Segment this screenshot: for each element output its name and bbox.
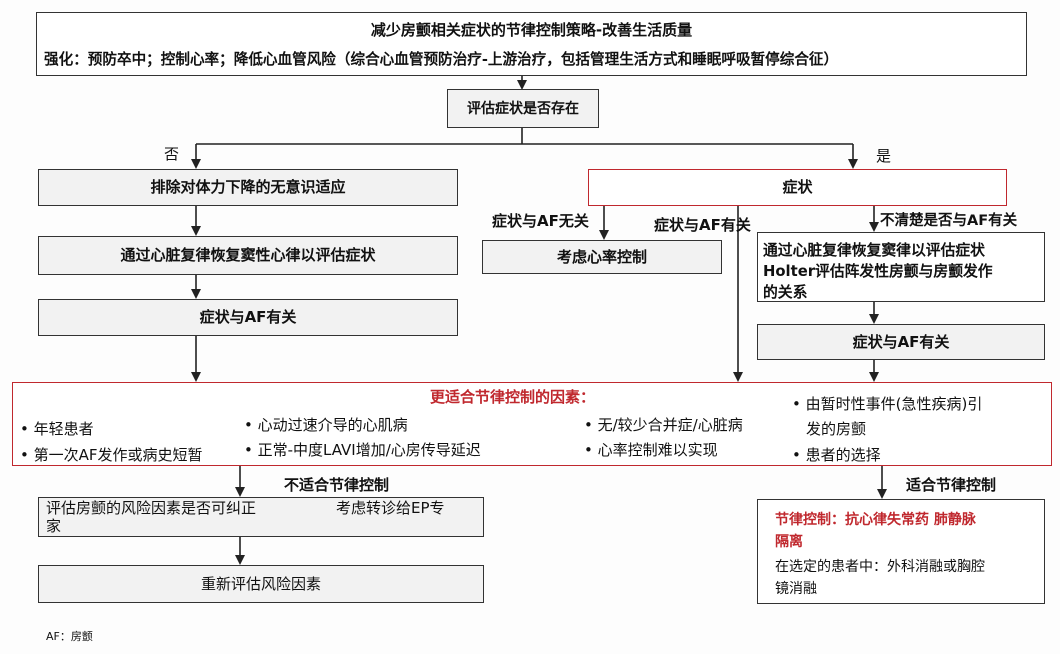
cardioversion-label: 通过心脏复律恢复窦性心律以评估症状 — [120, 246, 376, 264]
factor-rate-hard: • 心率控制难以实现 — [584, 441, 718, 459]
factors-box — [12, 382, 1052, 466]
factor-first-episode: • 第一次AF发作或病史短暂 — [20, 446, 203, 464]
left-af-related-label: 症状与AF有关 — [199, 308, 297, 326]
reassess-box — [38, 565, 484, 603]
left-af-related-box — [38, 299, 458, 336]
risk-factor-eval-line1: 评估房颤的风险因素是否可纠正 — [46, 499, 257, 517]
right-af-related-box — [757, 324, 1045, 360]
rhythm-control-line3: 在选定的患者中：外科消融或胸腔 — [775, 559, 985, 575]
assess-label: 评估症状是否存在 — [467, 101, 579, 117]
header-subtitle: 强化：预防卒中；控制心率；降低心血管风险（综合心血管预防治疗-上游治疗，包括管理… — [44, 51, 839, 68]
header-box — [36, 12, 1027, 76]
branch-unclear-label: 不清楚是否与AF有关 — [880, 213, 1018, 229]
exclude-adaptation-label: 排除对体力下降的无意识适应 — [150, 178, 346, 196]
not-suitable-label: 不适合节律控制 — [284, 476, 390, 494]
suitable-label: 适合节律控制 — [906, 476, 997, 494]
factor-comorbidity: • 无/较少合并症/心脏病 — [584, 416, 743, 434]
factor-patient-choice: • 患者的选择 — [792, 446, 881, 464]
symptom-label: 症状 — [782, 178, 813, 196]
ep-referral-label: 考虑转诊给EP专 — [336, 499, 445, 517]
right-eval-line3: 的关系 — [763, 284, 808, 301]
yes-label: 是 — [876, 147, 892, 165]
exclude-adaptation-box — [38, 169, 458, 206]
factor-lavi: • 正常-中度LAVI增加/心房传导延迟 — [244, 441, 481, 459]
rhythm-control-box — [757, 499, 1045, 604]
rhythm-control-line1: 节律控制：抗心律失常药 肺静脉 — [775, 512, 976, 528]
rhythm-control-line2: 隔离 — [775, 534, 803, 550]
assess-box — [447, 89, 599, 128]
rate-control-box — [482, 240, 722, 274]
factor-transient-line2: 发的房颤 — [806, 420, 867, 438]
branch-related-label: 症状与AF有关 — [654, 216, 751, 234]
right-eval-box — [757, 232, 1045, 302]
rate-control-label: 考虑心率控制 — [556, 248, 647, 266]
rhythm-control-line4: 镜消融 — [775, 581, 817, 597]
right-eval-line2: Holter评估阵发性房颤与房颤发作 — [763, 263, 993, 280]
reassess-label: 重新评估风险因素 — [200, 575, 321, 593]
right-af-related-label: 症状与AF有关 — [852, 333, 950, 351]
risk-factor-eval-box — [38, 497, 484, 537]
footnote: AF：房颤 — [46, 630, 93, 643]
header-title: 减少房颤相关症状的节律控制策略-改善生活质量 — [370, 21, 693, 39]
cardioversion-box — [38, 236, 458, 275]
factor-transient-line1: • 由暂时性事件(急性疾病)引 — [792, 395, 983, 413]
right-eval-line1: 通过心脏复律恢复窦律以评估症状 — [763, 242, 985, 259]
factor-young: • 年轻患者 — [20, 420, 94, 438]
factor-tachy-cardiomyopathy: • 心动过速介导的心肌病 — [244, 416, 408, 434]
branch-unrelated-label: 症状与AF无关 — [492, 212, 589, 230]
no-label: 否 — [164, 145, 180, 163]
factors-title: 更适合节律控制的因素： — [430, 388, 596, 406]
risk-factor-eval-line2: 家 — [46, 517, 62, 535]
symptom-box — [588, 169, 1007, 206]
